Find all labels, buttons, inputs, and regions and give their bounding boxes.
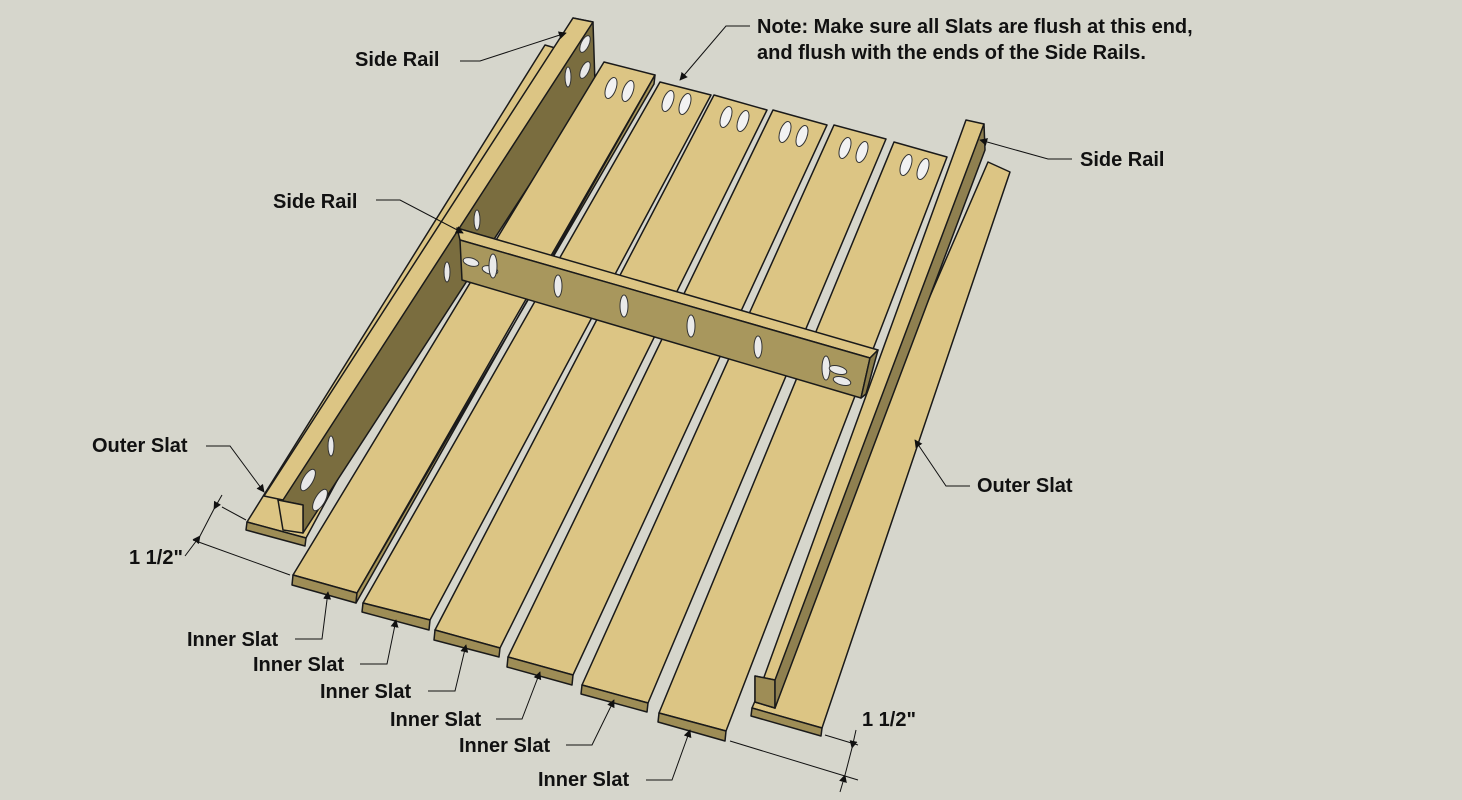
- label-outer-slat-left: Outer Slat: [92, 435, 188, 457]
- side-rail-middle: [456, 227, 879, 399]
- inner-slat-1: [291, 61, 656, 604]
- pocket-holes-far-end: [604, 77, 930, 180]
- label-inner-slat-3: Inner Slat: [320, 681, 412, 703]
- label-dimension-left: 1 1/2": [129, 547, 183, 569]
- inner-slat-2: [361, 81, 712, 631]
- label-outer-slat-right: Outer Slat: [977, 475, 1073, 497]
- note-line-2: and flush with the ends of the Side Rail…: [757, 42, 1146, 64]
- label-inner-slat-6: Inner Slat: [538, 769, 630, 791]
- label-inner-slat-1: Inner Slat: [187, 629, 279, 651]
- label-inner-slat-5: Inner Slat: [459, 735, 551, 757]
- inner-slat-6: [657, 141, 948, 742]
- label-side-rail-middle: Side Rail: [273, 191, 358, 213]
- inner-slat-3: [433, 94, 768, 658]
- inner-slat-5: [580, 124, 887, 713]
- label-side-rail-top: Side Rail: [355, 49, 440, 71]
- note-line-1: Note: Make sure all Slats are flush at t…: [757, 16, 1193, 38]
- flush-note: Note: Make sure all Slats are flush at t…: [757, 14, 1193, 66]
- label-inner-slat-2: Inner Slat: [253, 654, 345, 676]
- label-inner-slat-4: Inner Slat: [390, 709, 482, 731]
- inner-slat-4: [506, 109, 828, 686]
- leader-lines: [184, 25, 1072, 793]
- label-dimension-right: 1 1/2": [862, 709, 916, 731]
- label-side-rail-right: Side Rail: [1080, 149, 1165, 171]
- side-rail-left-back: [263, 17, 596, 534]
